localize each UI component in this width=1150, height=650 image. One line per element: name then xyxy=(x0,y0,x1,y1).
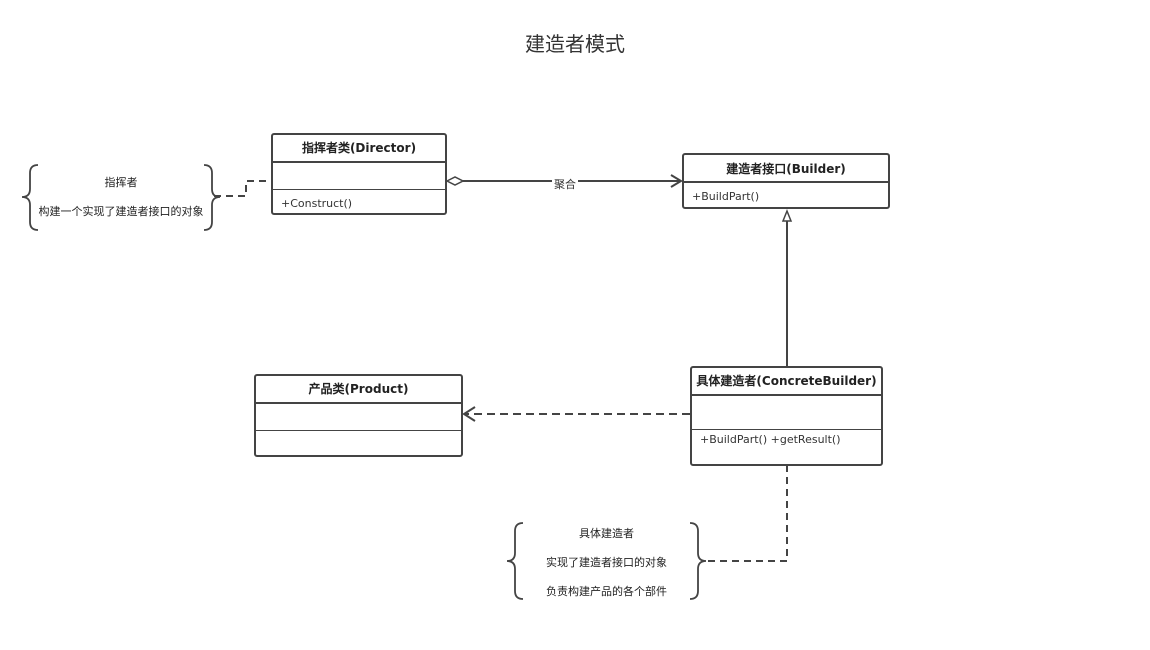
dependency-arrowhead xyxy=(462,406,476,422)
diagram-title: 建造者模式 xyxy=(525,32,625,56)
class-director-name: 指挥者类(Director) xyxy=(273,135,445,163)
aggregation-arrowhead xyxy=(670,174,683,188)
class-concrete-builder[interactable]: 具体建造者(ConcreteBuilder) +BuildPart() +get… xyxy=(690,366,883,466)
note-director-line: 指挥者 xyxy=(104,176,138,189)
class-builder[interactable]: 建造者接口(Builder) +BuildPart() xyxy=(682,153,890,209)
class-director-attributes xyxy=(273,163,445,190)
class-builder-operations: +BuildPart() xyxy=(684,183,888,203)
class-builder-name: 建造者接口(Builder) xyxy=(684,155,888,183)
class-director[interactable]: 指挥者类(Director) +Construct() xyxy=(271,133,447,215)
class-product[interactable]: 产品类(Product) xyxy=(254,374,463,457)
class-concrete-builder-operations: +BuildPart() +getResult() xyxy=(692,430,881,446)
aggregation-label: 聚合 xyxy=(552,176,578,192)
class-concrete-builder-name: 具体建造者(ConcreteBuilder) xyxy=(692,368,881,396)
note-concrete-builder-line: 实现了建造者接口的对象 xyxy=(546,556,667,569)
class-director-operation: +Construct() xyxy=(281,197,353,210)
note-concrete-builder: 具体建造者 实现了建造者接口的对象 负责构建产品的各个部件 xyxy=(515,525,698,599)
realization-arrowhead xyxy=(781,208,793,222)
note-concrete-builder-line: 具体建造者 xyxy=(579,527,634,540)
class-concrete-builder-operation: +getResult() xyxy=(770,433,841,446)
class-concrete-builder-operation: +BuildPart() xyxy=(700,433,768,446)
note-director: 指挥者 构建一个实现了建造者接口的对象 xyxy=(30,174,212,219)
aggregation-diamond xyxy=(445,176,465,186)
class-concrete-builder-attributes xyxy=(692,396,881,430)
class-product-name: 产品类(Product) xyxy=(256,376,461,404)
class-product-attributes xyxy=(256,404,461,431)
director-note-connector xyxy=(214,180,271,197)
class-builder-operation: +BuildPart() xyxy=(692,190,760,203)
concrete-note-right-brace xyxy=(689,522,707,600)
concrete-note-connector xyxy=(704,465,788,562)
class-director-operations: +Construct() xyxy=(273,190,445,210)
note-director-line: 构建一个实现了建造者接口的对象 xyxy=(38,205,204,218)
concrete-note-left-brace xyxy=(506,522,524,600)
director-note-left-brace xyxy=(21,164,39,231)
director-note-right-brace xyxy=(203,164,221,231)
note-concrete-builder-line: 负责构建产品的各个部件 xyxy=(546,585,667,598)
